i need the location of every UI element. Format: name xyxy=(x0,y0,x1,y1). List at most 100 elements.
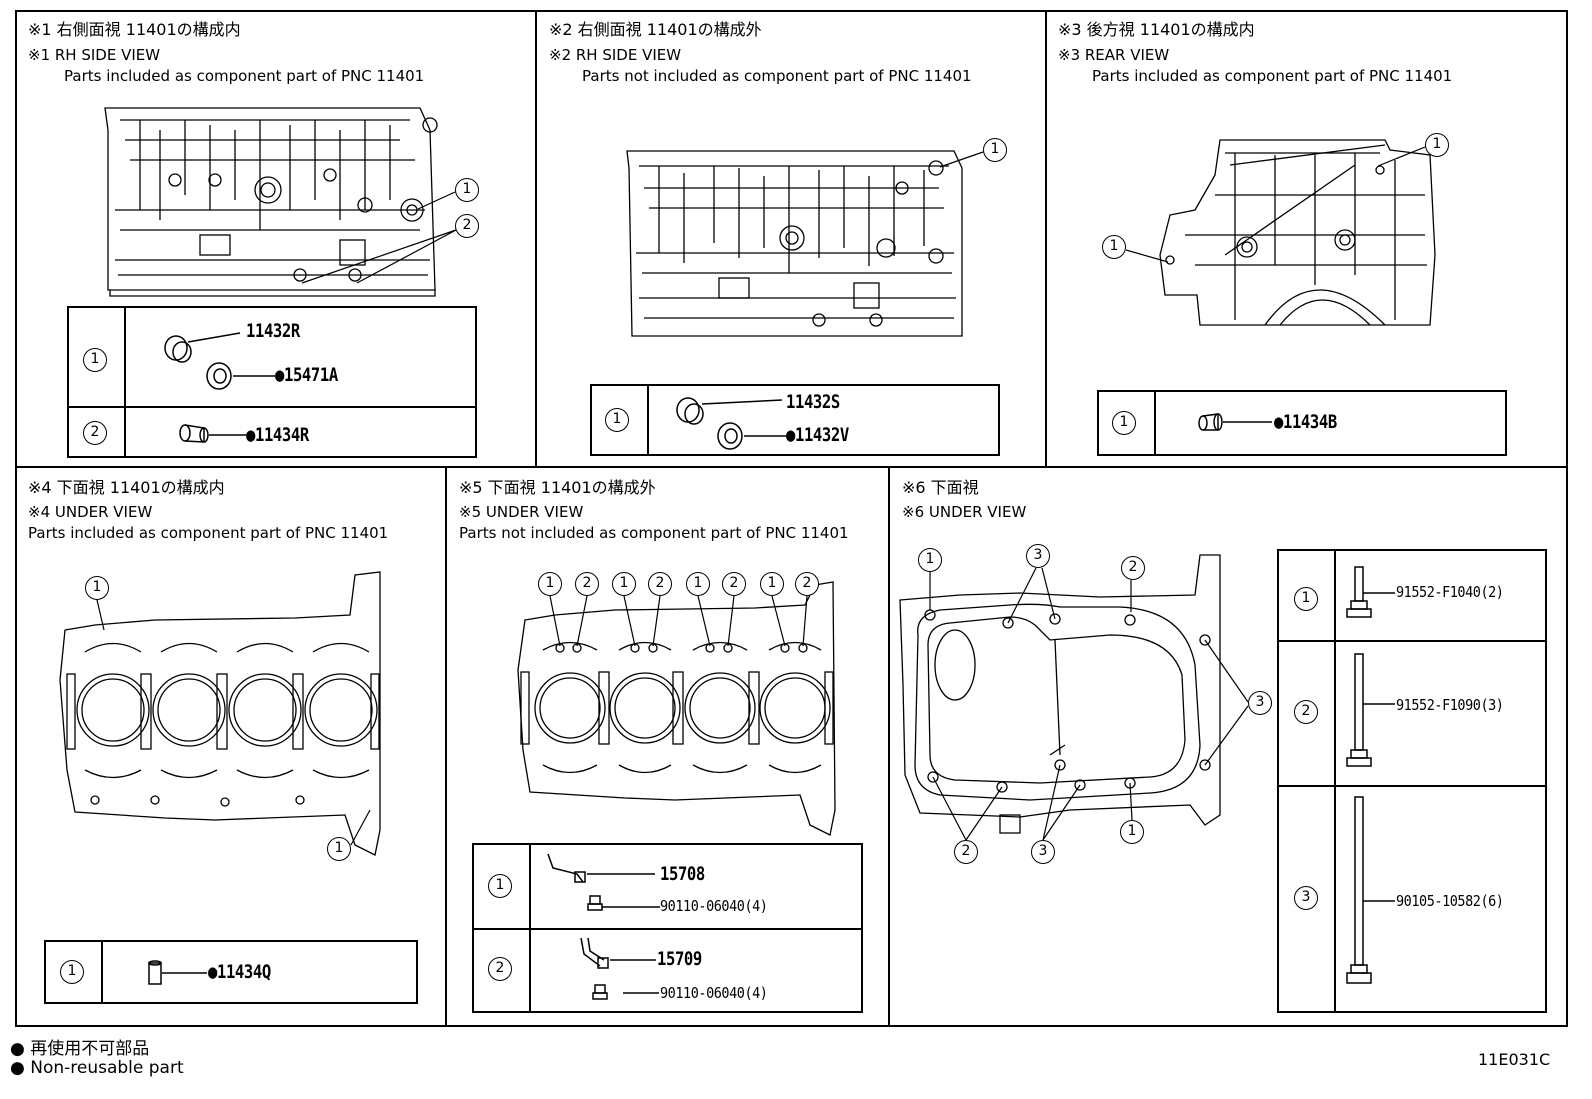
illustration-code: 11E031C xyxy=(1478,1050,1551,1069)
row-number: 1 xyxy=(60,960,84,984)
callout-2: 2 xyxy=(455,214,479,238)
callout-2: 2 xyxy=(722,572,746,596)
callout-1: 1 xyxy=(760,572,784,596)
row-number: 2 xyxy=(83,421,107,445)
callout-2: 2 xyxy=(575,572,599,596)
bolt-icon xyxy=(592,984,659,1000)
panel-title-jp: ※4 下面視 11401の構成内 xyxy=(28,478,225,497)
leader-lines xyxy=(549,595,808,647)
callout-1: 1 xyxy=(1120,820,1144,844)
callout-1: 1 xyxy=(612,572,636,596)
panel-title-jp: ※5 下面視 11401の構成外 xyxy=(459,478,656,497)
panel-description: Parts not included as component part of … xyxy=(459,524,849,542)
leader-lines xyxy=(929,567,1249,841)
engine-block-side-illustration xyxy=(104,107,438,297)
bolt-medium-icon xyxy=(1346,653,1395,767)
divider xyxy=(1045,10,1047,467)
oil-jet-icon xyxy=(547,853,655,883)
row-number: 1 xyxy=(1294,587,1318,611)
parts-table xyxy=(1277,549,1547,1013)
leader-lines xyxy=(301,191,457,284)
parts-table xyxy=(472,843,863,1013)
bolt-long-icon xyxy=(1346,796,1395,984)
panel-description: Parts not included as component part of … xyxy=(582,67,972,85)
pin-icon xyxy=(148,960,207,985)
panel-view-label: ※5 UNDER VIEW xyxy=(459,503,584,521)
callout-2: 2 xyxy=(795,572,819,596)
plug-icon xyxy=(676,397,783,425)
leader-lines xyxy=(939,151,984,168)
engine-block-rear-illustration xyxy=(1159,139,1436,326)
callout-2: 2 xyxy=(1121,556,1145,580)
part-number: ●11434B xyxy=(1274,411,1337,433)
callout-1: 1 xyxy=(918,548,942,572)
callout-3: 3 xyxy=(1031,840,1055,864)
row-number: 1 xyxy=(605,408,629,432)
panel-view-label: ※4 UNDER VIEW xyxy=(28,503,153,521)
part-number: ●11434R xyxy=(246,424,309,446)
panel-view-label: ※1 RH SIDE VIEW xyxy=(28,46,161,64)
part-number: 15708 xyxy=(660,863,705,885)
panel-description: Parts included as component part of PNC … xyxy=(1092,67,1453,85)
legend-jp: ● 再使用不可部品 xyxy=(10,1039,150,1059)
panel-view-label: ※6 UNDER VIEW xyxy=(902,503,1027,521)
part-number: 90105-10582(6) xyxy=(1396,892,1504,910)
divider xyxy=(15,466,1568,468)
plug-icon xyxy=(164,332,241,363)
seal-ring-icon xyxy=(206,362,275,390)
callout-3: 3 xyxy=(1248,691,1272,715)
divider xyxy=(888,466,890,1026)
oil-jet-icon xyxy=(580,937,656,969)
parts-table xyxy=(44,940,418,1004)
part-number: 15709 xyxy=(657,948,702,970)
callout-1: 1 xyxy=(538,572,562,596)
panel-title-jp: ※2 右側面視 11401の構成外 xyxy=(549,20,762,39)
part-number: 90110-06040(4) xyxy=(660,897,768,915)
parts-table xyxy=(1097,390,1507,456)
panel-description: Parts included as component part of PNC … xyxy=(28,524,389,542)
callout-1: 1 xyxy=(983,138,1007,162)
seal-ring-icon xyxy=(717,422,786,450)
pin-icon xyxy=(179,424,246,443)
leader-lines xyxy=(96,599,371,846)
callout-3: 3 xyxy=(1026,544,1050,568)
part-number: ●11432V xyxy=(786,424,849,446)
callout-1: 1 xyxy=(455,178,479,202)
row-number: 2 xyxy=(1294,700,1318,724)
divider xyxy=(445,466,447,1026)
bolt-short-icon xyxy=(1346,566,1395,618)
part-number: 91552-F1090(3) xyxy=(1396,696,1504,714)
row-number: 1 xyxy=(488,874,512,898)
part-number: ●15471A xyxy=(275,364,338,386)
row-number: 2 xyxy=(488,957,512,981)
part-number: 91552-F1040(2) xyxy=(1396,583,1504,601)
diagram-frame xyxy=(15,10,1568,1027)
row-number: 3 xyxy=(1294,886,1318,910)
panel-title-jp: ※3 後方視 11401の構成内 xyxy=(1058,20,1255,39)
panel-title-jp: ※1 右側面視 11401の構成内 xyxy=(28,20,241,39)
callout-1: 1 xyxy=(1425,133,1449,157)
divider xyxy=(535,10,537,467)
bolt-icon xyxy=(587,895,660,911)
callout-1: 1 xyxy=(686,572,710,596)
parts-table xyxy=(590,384,1000,456)
panel-view-label: ※3 REAR VIEW xyxy=(1058,46,1170,64)
engine-block-under-illustration xyxy=(59,571,381,856)
callout-1: 1 xyxy=(327,837,351,861)
row-number: 1 xyxy=(83,348,107,372)
callout-1: 1 xyxy=(85,576,109,600)
row-number: 1 xyxy=(1112,411,1136,435)
parts-table xyxy=(67,306,477,458)
panel-title-jp: ※6 下面視 xyxy=(902,478,979,497)
engine-block-side-illustration xyxy=(626,150,963,337)
callout-2: 2 xyxy=(648,572,672,596)
part-number: 11432R xyxy=(246,320,300,342)
part-number: 11432S xyxy=(786,391,840,413)
callout-2: 2 xyxy=(954,840,978,864)
part-number: ●11434Q xyxy=(208,961,271,983)
panel-description: Parts included as component part of PNC … xyxy=(64,67,425,85)
part-number: 90110-06040(4) xyxy=(660,984,768,1002)
leader-lines xyxy=(1125,146,1426,263)
pin-icon xyxy=(1198,413,1272,431)
panel-view-label: ※2 RH SIDE VIEW xyxy=(549,46,682,64)
